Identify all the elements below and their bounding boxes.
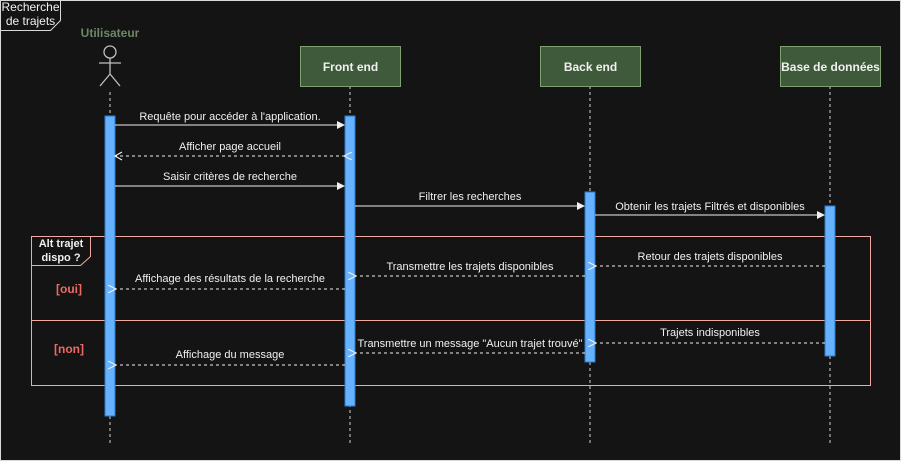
message-label-m6: Retour des trajets disponibles	[635, 251, 785, 264]
message-label-m2: Afficher page accueil	[177, 141, 283, 154]
message-label-m9: Trajets indisponibles	[658, 327, 762, 340]
message-label-m3: Saisir critères de recherche	[161, 171, 299, 184]
actor-figure-icon	[99, 45, 121, 87]
message-label-m4: Filtrer les recherches	[416, 191, 524, 204]
message-label-m8: Affichage des résultats de la recherche	[133, 273, 327, 286]
alt-fragment	[31, 236, 871, 386]
message-label-m10: Transmettre un message "Aucun trajet tro…	[355, 338, 585, 351]
alt-fragment-label: Alt trajet dispo ?	[38, 238, 84, 264]
participant-back-end: Back end	[540, 46, 641, 87]
message-label-m7: Transmettre les trajets disponibles	[384, 261, 556, 274]
message-label-m5: Obtenir les trajets Filtrés et disponibl…	[613, 201, 807, 214]
message-label-m11: Affichage du message	[173, 349, 287, 362]
activation-utilisateur	[104, 115, 116, 417]
actor-label: Utilisateur	[80, 26, 140, 40]
message-label-m1: Requête pour accéder à l'application.	[137, 111, 323, 124]
activation-front-end	[344, 115, 356, 407]
participant-front-end: Front end	[300, 46, 401, 87]
guard-non: [non]	[54, 342, 84, 356]
frame-title: Recherche de trajets	[1, 0, 60, 28]
guard-oui: [oui]	[56, 282, 82, 296]
alt-fragment-tag: Alt trajet dispo ?	[31, 236, 91, 266]
participant-database: Base de données	[780, 46, 881, 87]
frame-title-tag: Recherche de trajets	[0, 0, 61, 31]
activation-database	[824, 205, 836, 357]
frame-tag-shape	[0, 0, 61, 31]
activation-back-end	[584, 191, 596, 363]
alt-tag-shape	[31, 236, 91, 266]
